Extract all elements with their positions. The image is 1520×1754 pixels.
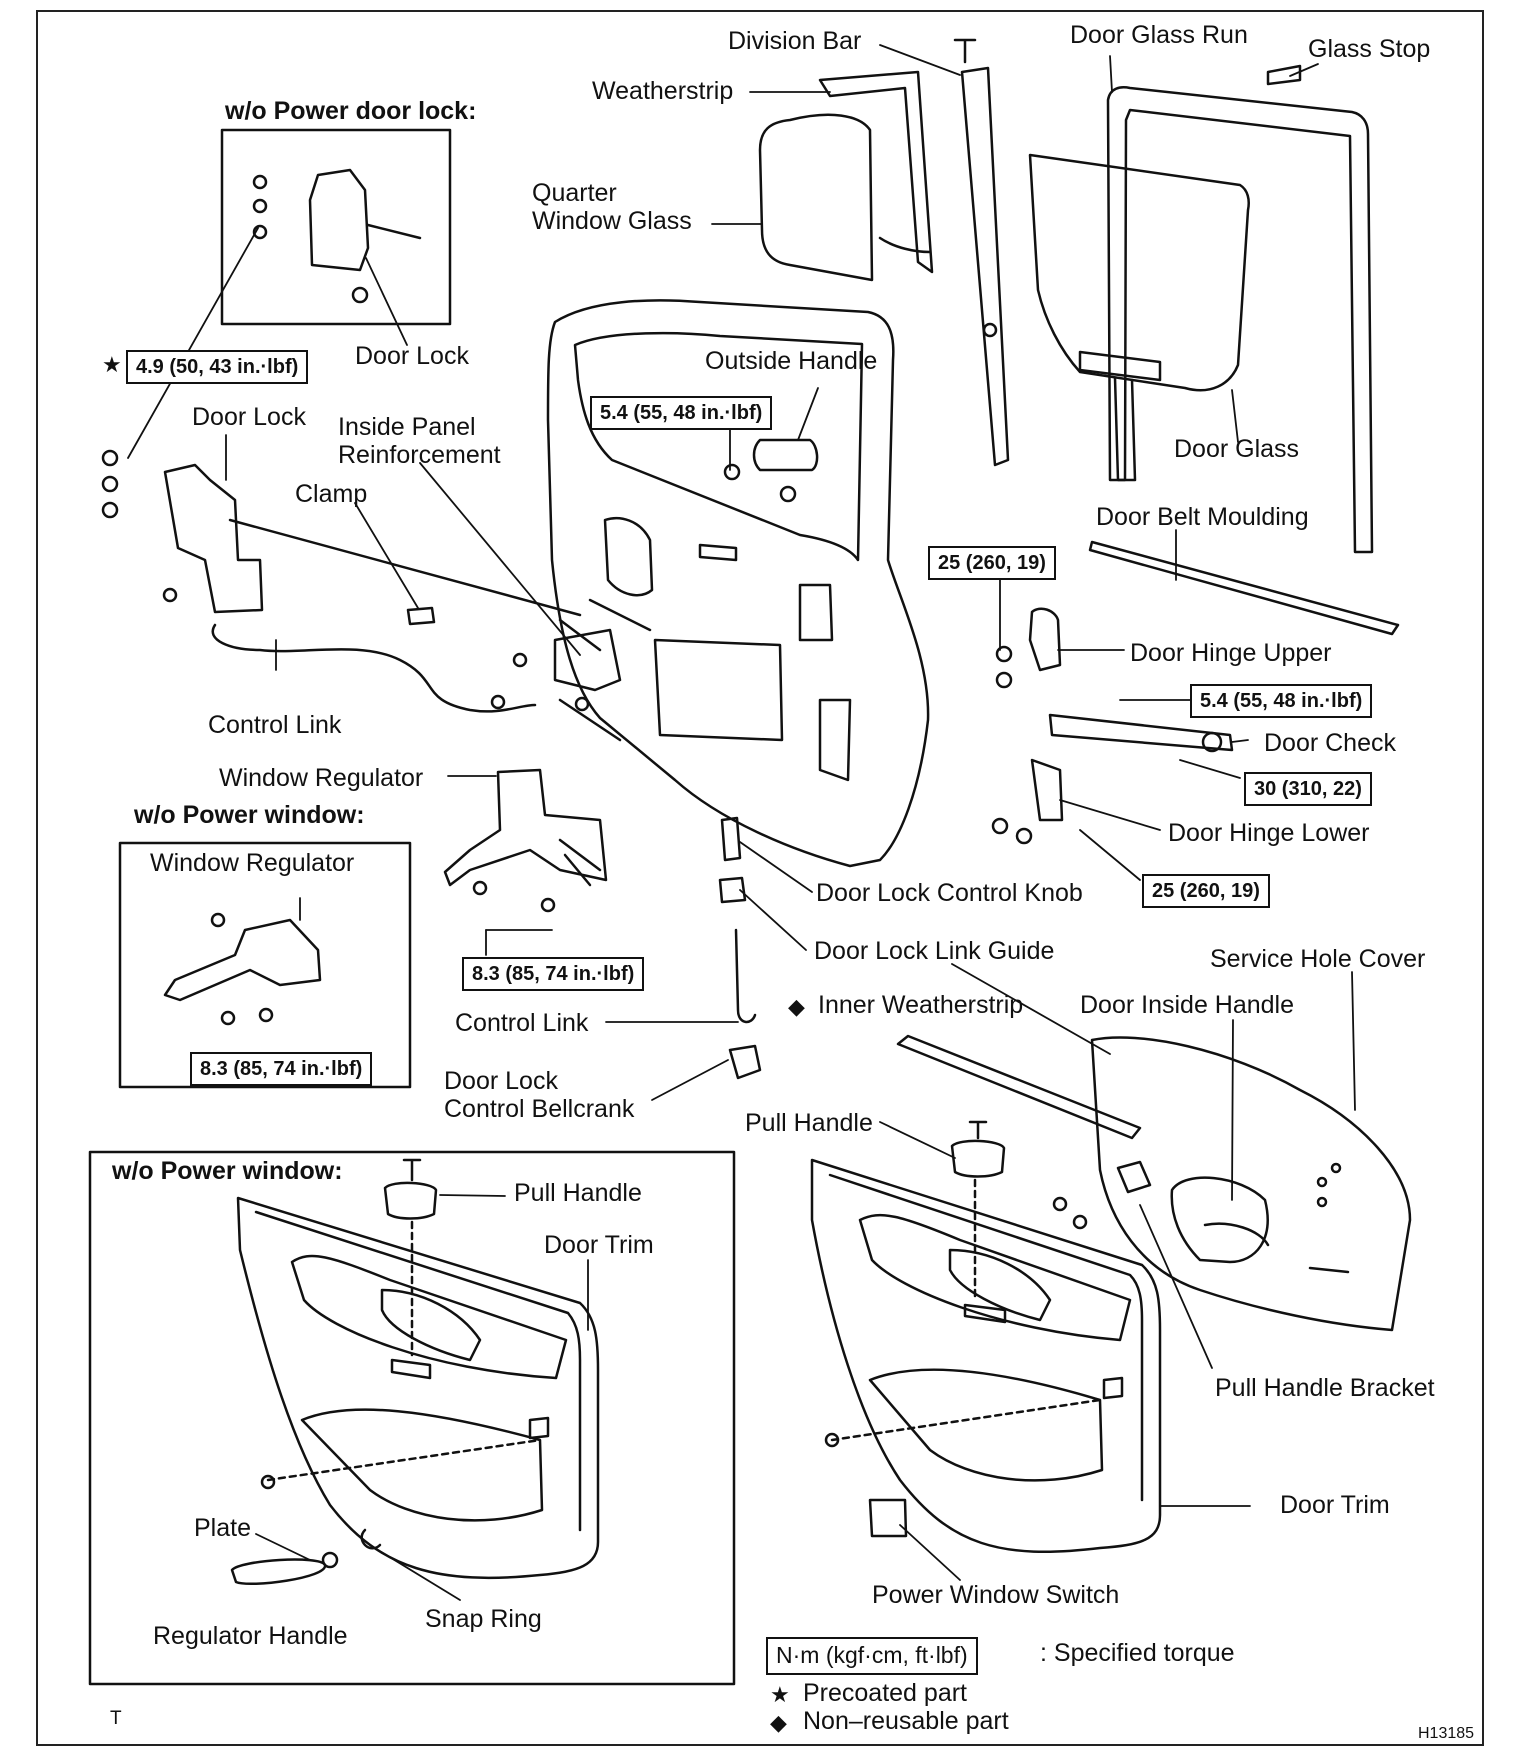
label-door-hinge-upper: Door Hinge Upper <box>1130 639 1332 667</box>
left-door-trim-shape <box>230 1158 600 1586</box>
label-door-trim-right: Door Trim <box>1280 1491 1390 1519</box>
label-door-inside-handle: Door Inside Handle <box>1080 991 1295 1019</box>
label-clamp: Clamp <box>295 480 368 508</box>
legend-non-reusable: Non–reusable part <box>803 1707 1009 1735</box>
label-glass-stop: Glass Stop <box>1308 35 1431 63</box>
inset-door-lock-shape <box>252 168 422 304</box>
door-lock-shape <box>101 449 582 617</box>
control-link-rod-shape <box>211 623 537 713</box>
outside-handle-shape <box>723 438 819 503</box>
label-door-hinge-lower: Door Hinge Lower <box>1168 819 1370 847</box>
torque-spec-window-regulator: 8.3 (85, 74 in.·lbf) <box>462 957 645 991</box>
door-panel-shape <box>546 299 930 868</box>
label-division-bar: Division Bar <box>728 27 862 55</box>
label-inner-weatherstrip: Inner Weatherstrip <box>818 991 1024 1019</box>
legend-star-symbol: ★ <box>770 1682 790 1707</box>
torque-spec-door-check-bolt: 5.4 (55, 48 in.·lbf) <box>1190 684 1373 718</box>
torque-spec-hinge-lower: 25 (260, 19) <box>1142 874 1270 908</box>
label-pull-handle-left: Pull Handle <box>514 1179 642 1207</box>
door-hinges-shape <box>991 607 1234 845</box>
inside-panel-reinforcement-shape <box>406 606 622 712</box>
legend-diamond-symbol: ◆ <box>770 1710 787 1735</box>
label-door-lock-control-knob: Door Lock Control Knob <box>816 879 1083 907</box>
label-pull-handle-right: Pull Handle <box>745 1109 873 1137</box>
window-regulator-shape <box>443 768 608 913</box>
right-door-trim-shape <box>810 1120 1162 1554</box>
label-door-lock-inset: Door Lock <box>355 342 469 370</box>
label-weatherstrip: Weatherstrip <box>592 77 734 105</box>
door-belt-moulding-shape <box>1088 540 1400 636</box>
label-pull-handle-bracket: Pull Handle Bracket <box>1215 1374 1435 1402</box>
legend-precoated: Precoated part <box>803 1679 967 1707</box>
power-window-header-1: w/o Power window: <box>134 801 365 829</box>
non-reusable-symbol: ◆ <box>788 994 805 1019</box>
inset-window-regulator-shape <box>163 912 322 1026</box>
label-window-regulator-main: Window Regulator <box>219 764 424 792</box>
label-inside-panel-reinforcement: Inside Panel Reinforcement <box>338 413 501 469</box>
figure-code: H13185 <box>1418 1725 1475 1742</box>
label-plate: Plate <box>194 1514 251 1542</box>
power-door-lock-inset-box <box>220 128 452 326</box>
label-control-link-1: Control Link <box>208 711 342 739</box>
torque-spec-inset-window-regulator: 8.3 (85, 74 in.·lbf) <box>190 1052 373 1086</box>
torque-spec-hinge-upper: 25 (260, 19) <box>928 546 1056 580</box>
label-door-lock-main: Door Lock <box>192 403 306 431</box>
label-door-lock-control-bellcrank: Door Lock Control Bellcrank <box>444 1067 635 1123</box>
power-window-inset-box <box>118 841 412 1089</box>
precoated-symbol: ★ <box>102 352 122 377</box>
label-door-glass-run: Door Glass Run <box>1070 21 1248 49</box>
inner-weatherstrip-shape <box>896 1034 1142 1140</box>
service-hole-cover-shape <box>1090 1036 1412 1332</box>
leader-lines <box>225 44 1356 1601</box>
door-glass-run-shape <box>1106 64 1374 554</box>
torque-spec-outside-handle: 5.4 (55, 48 in.·lbf) <box>590 396 773 430</box>
label-door-check: Door Check <box>1264 729 1396 757</box>
torque-spec-door-check-nut: 30 (310, 22) <box>1244 772 1372 806</box>
label-window-regulator-inset: Window Regulator <box>150 849 355 877</box>
label-door-belt-moulding: Door Belt Moulding <box>1096 503 1309 531</box>
pull-handle-bracket-shape <box>1052 1160 1152 1230</box>
label-power-window-switch: Power Window Switch <box>872 1581 1120 1609</box>
legend-unit-description: : Specified torque <box>1040 1639 1235 1667</box>
label-service-hole-cover: Service Hole Cover <box>1210 945 1426 973</box>
label-quarter-window-glass: Quarter Window Glass <box>532 179 692 235</box>
division-bar-shape <box>953 38 1010 467</box>
power-window-header-2: w/o Power window: <box>112 1157 343 1185</box>
label-snap-ring: Snap Ring <box>425 1605 542 1633</box>
label-door-glass: Door Glass <box>1174 435 1300 463</box>
quarter-window-glass-shape <box>758 70 934 282</box>
door-inside-handle-shape <box>1170 1176 1270 1264</box>
label-regulator-handle: Regulator Handle <box>153 1622 348 1650</box>
power-window-trim-inset-box <box>88 1150 736 1686</box>
label-control-link-2: Control Link <box>455 1009 589 1037</box>
corner-letter: T <box>110 1708 122 1729</box>
door-glass-shape <box>1028 153 1250 482</box>
label-door-trim-left: Door Trim <box>544 1231 654 1259</box>
torque-leader-lines <box>127 227 1241 956</box>
legend-unit-box: N·m (kgf·cm, ft·lbf) <box>766 1637 978 1675</box>
door-lock-small-parts-shape <box>718 816 762 1080</box>
label-door-lock-link-guide: Door Lock Link Guide <box>814 937 1055 965</box>
power-door-lock-header: w/o Power door lock: <box>225 97 477 125</box>
torque-spec-door-lock: 4.9 (50, 43 in.·lbf) <box>126 350 309 384</box>
label-outside-handle: Outside Handle <box>705 347 878 375</box>
